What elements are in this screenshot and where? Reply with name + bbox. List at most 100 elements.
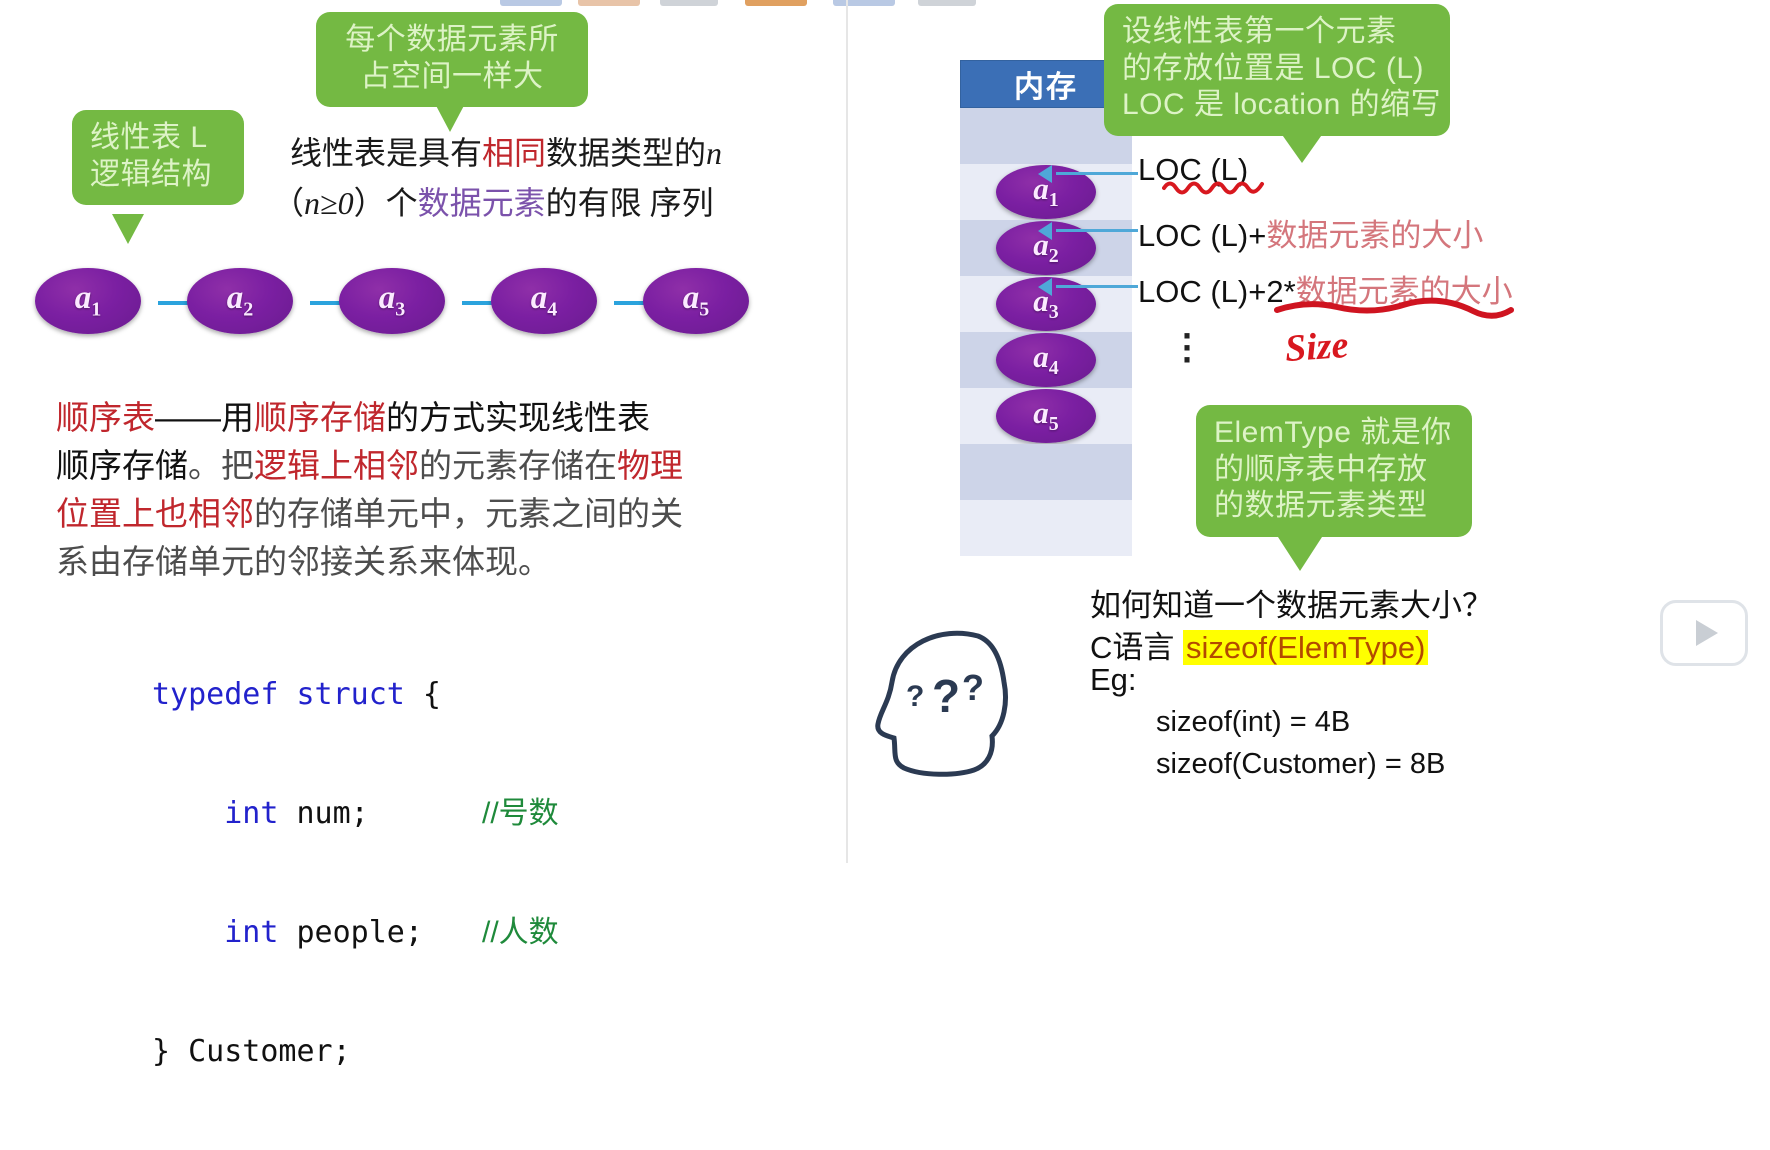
chain-node-label: a2 [226, 280, 254, 321]
memory-cell: a5 [960, 388, 1132, 444]
chain-node: a5 [643, 268, 749, 334]
definition-text: （ [272, 185, 305, 221]
svg-text:?: ? [932, 670, 960, 722]
example-text: sizeof(int) = 4B [1156, 706, 1351, 738]
seqlist-text: 的元素存储在 [419, 447, 617, 484]
example-sizeof-customer: sizeof(Customer) = 8B [1156, 748, 1445, 781]
handwriting-squiggle-1 [1162, 181, 1264, 195]
definition-line-1: 线性表是具有相同数据类型的n [290, 130, 722, 176]
memory-cell-empty [960, 500, 1132, 556]
callout-loc: 设线性表第一个元素 的存放位置是 LOC (L) LOC 是 location … [1104, 4, 1450, 136]
seqlist-text: 系由存储单元的邻接关系来体现。 [56, 543, 551, 580]
leader-arrowhead [1038, 222, 1052, 240]
callout-line: 的存放位置是 LOC (L) [1122, 51, 1425, 85]
toolbar-chip [745, 0, 807, 6]
callout-tail [1278, 129, 1326, 163]
example-text: Eg: [1090, 662, 1137, 697]
definition-text: 数据类型的 [546, 135, 707, 171]
handwriting-text: Size [1283, 323, 1350, 371]
loc-text: LOC (L)+2* [1138, 274, 1296, 309]
toolbar-chip [578, 0, 640, 6]
code-text: num; [278, 795, 369, 831]
code-block: typedef struct { int num;//号数 int people… [152, 596, 559, 1150]
definition-var-n-range: n≥0 [304, 185, 354, 221]
thinking-head-icon: ? ? ? [875, 630, 1008, 777]
leader-arrowhead [1038, 278, 1052, 296]
leader-line [1056, 172, 1138, 175]
seqlist-text: ——用 [155, 399, 254, 436]
linear-list-chain: a1 a2 a3 a4 a5 [30, 268, 760, 360]
code-line: typedef struct { [152, 675, 441, 715]
callout-line: 的数据元素类型 [1214, 489, 1428, 523]
definition-var-n: n [706, 135, 723, 171]
slide-canvas: 每个数据元素所 占空间一样大 线性表 L 逻辑结构 线性表是具有相同数据类型的n… [30, 0, 1748, 1069]
seqlist-line-3: 位置上也相邻的存储单元中，元素之间的关 [56, 491, 683, 538]
callout-element-size: 每个数据元素所 占空间一样大 [316, 12, 588, 108]
seqlist-text: 的存储单元中，元素之间的关 [254, 495, 683, 532]
vertical-ellipsis: ··· [1182, 315, 1194, 380]
memory-cell-empty [960, 444, 1132, 500]
toolbar-chip [918, 0, 976, 6]
toolbar-chip [660, 0, 718, 6]
loc-label-3: LOC (L)+2*数据元素的大小 [1138, 266, 1513, 311]
seqlist-term-3: 逻辑上相邻 [254, 447, 419, 484]
example-label: Eg: [1090, 662, 1137, 698]
code-comment: //人数 [482, 915, 559, 949]
chain-node: a3 [339, 268, 445, 334]
callout-tail [112, 214, 144, 244]
callout-line: 占空间一样大 [360, 59, 544, 93]
callout-line: 逻辑结构 [90, 157, 212, 191]
play-triangle [1695, 620, 1718, 646]
memory-node-label: a4 [1033, 339, 1059, 380]
seqlist-text: 。把 [188, 447, 254, 484]
loc-text: LOC (L)+ [1138, 218, 1267, 253]
memory-node: a4 [996, 333, 1096, 387]
definition-highlight-element: 数据元素 [417, 185, 546, 221]
code-keyword: typedef struct [152, 677, 405, 713]
callout-linear-list: 线性表 L 逻辑结构 [72, 110, 244, 206]
play-icon[interactable] [1660, 600, 1748, 666]
c-language-sizeof-line: C语言 sizeof(ElemType) [1090, 622, 1429, 667]
seqlist-text: 的方式实现线性表 [386, 399, 650, 436]
leader-line [1056, 285, 1138, 288]
loc-text-red: 数据元素的大小 [1266, 218, 1484, 253]
callout-line: 设线性表第一个元素 [1122, 15, 1397, 48]
svg-text:?: ? [906, 680, 924, 713]
loc-text: LOC (L) [1138, 152, 1249, 187]
code-text: people; [278, 914, 423, 950]
leader-line [1056, 229, 1138, 232]
example-sizeof-int: sizeof(int) = 4B [1156, 706, 1350, 739]
code-keyword: int [224, 795, 279, 831]
code-comment: //号数 [482, 796, 559, 830]
callout-tail [1278, 537, 1322, 571]
memory-cell: a4 [960, 332, 1132, 388]
code-text: { [404, 677, 441, 713]
leader-arrowhead [1038, 165, 1052, 183]
handwriting-underline-2 [1274, 297, 1514, 319]
sizeof-highlight: sizeof(ElemType) [1183, 630, 1429, 665]
definition-text: 的有限 序列 [545, 185, 714, 221]
callout-line: 线性表 L [90, 121, 208, 154]
toolbar-chip [500, 0, 562, 6]
c-language-label: C语言 [1090, 630, 1183, 665]
seqlist-term-2: 顺序存储 [254, 399, 386, 436]
chain-node-label: a5 [682, 280, 710, 321]
code-line: int people;//人数 [152, 913, 558, 953]
memory-node-label: a5 [1033, 395, 1059, 436]
definition-text: ）个 [353, 185, 418, 221]
loc-label-2: LOC (L)+数据元素的大小 [1138, 210, 1483, 255]
loc-label-1: LOC (L) [1138, 152, 1248, 188]
callout-line: 每个数据元素所 [345, 23, 559, 56]
toolbar-chip [833, 0, 895, 6]
memory-table: 内存 a1 a2 a3 a4 a5 [960, 60, 1132, 556]
chain-node: a4 [491, 268, 597, 334]
chain-node-label: a4 [530, 280, 558, 321]
chain-node: a1 [35, 268, 141, 334]
code-text: } Customer; [152, 1033, 351, 1069]
question-how-to-know-size: 如何知道一个数据元素大小？ [1090, 580, 1493, 625]
chain-node: a2 [187, 268, 293, 334]
seqlist-text: 顺序存储 [56, 447, 188, 484]
seqlist-line-1: 顺序表——用顺序存储的方式实现线性表 [56, 395, 650, 442]
svg-text:?: ? [962, 667, 984, 708]
seqlist-term-4: 物理 [617, 447, 683, 484]
